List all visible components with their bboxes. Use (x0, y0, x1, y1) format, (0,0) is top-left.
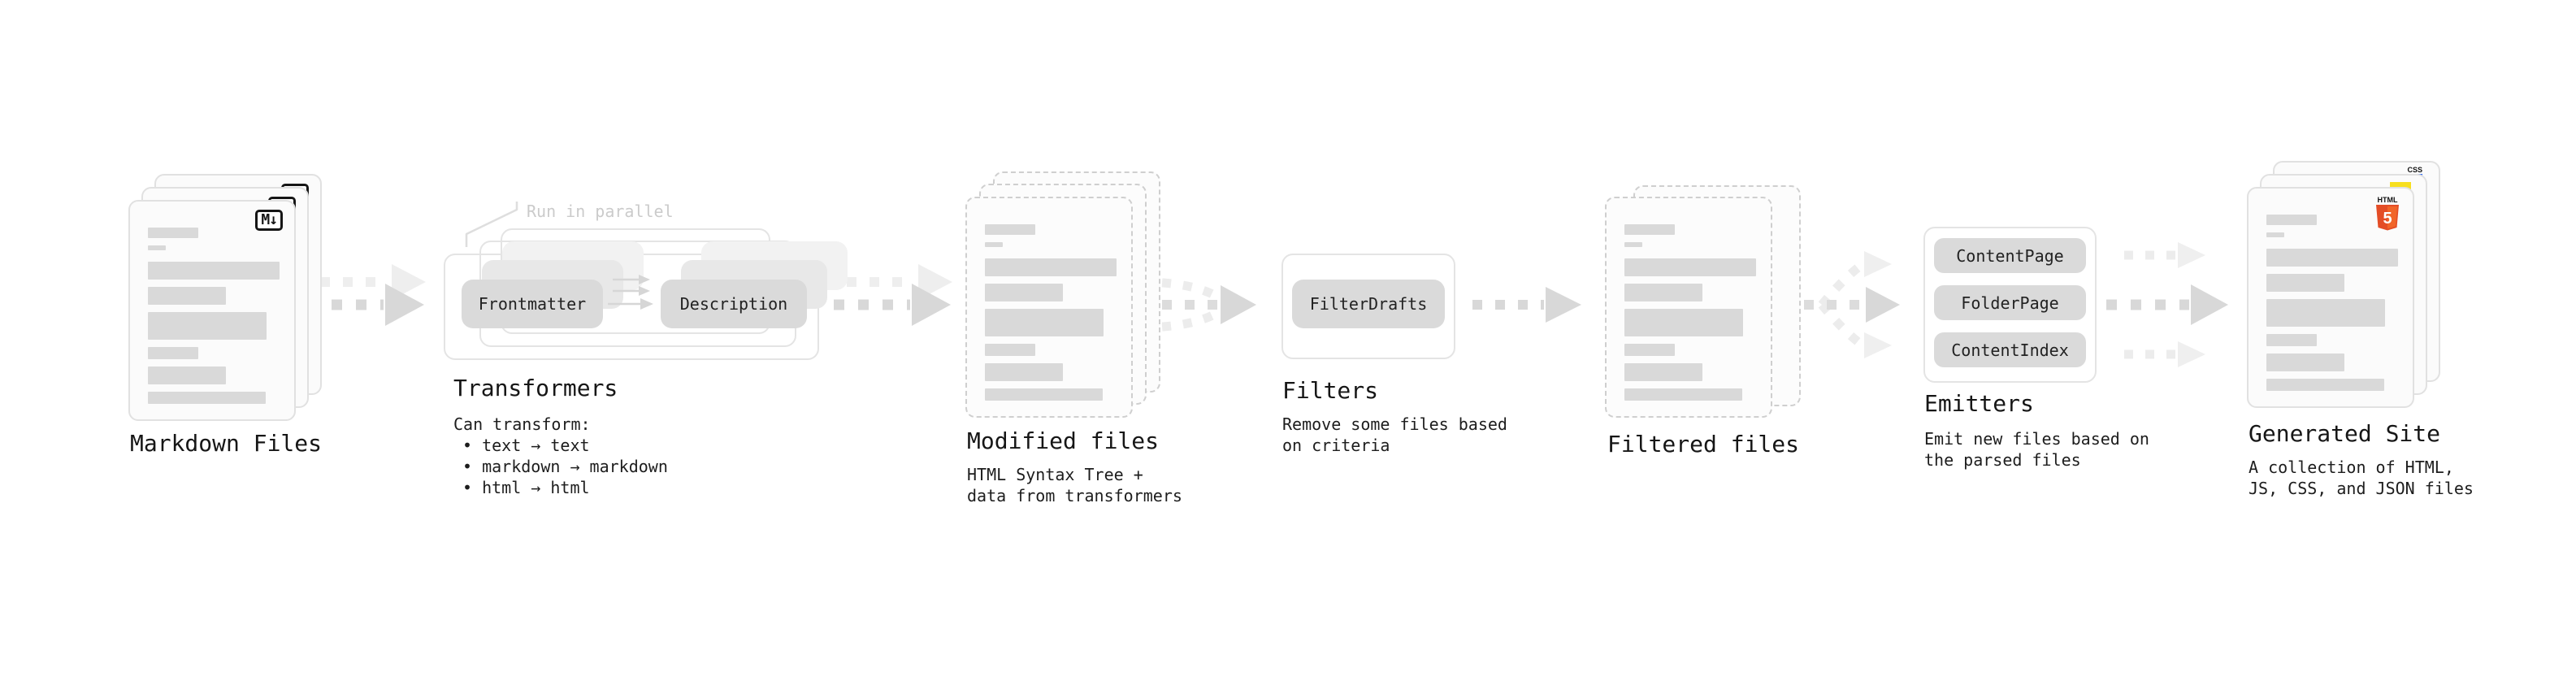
contentindex-pill: ContentIndex (1934, 332, 2086, 367)
stage-desc-line: Emit new files based on (1924, 429, 2149, 449)
stage-desc-line: A collection of HTML, (2249, 458, 2454, 477)
flow-arrow-filtered-to-emitters (1781, 251, 1900, 358)
run-in-parallel-annotation: Run in parallel (527, 202, 674, 221)
doc-content-placeholder (148, 228, 280, 404)
stage-label-markdown-files: Markdown Files (130, 430, 323, 457)
stage-label-emitters: Emitters (1924, 390, 2034, 417)
stage-label-filtered-files: Filtered files (1607, 431, 1800, 458)
flow-arrow-markdown-to-transformers (307, 264, 426, 326)
stage-desc-line: JS, CSS, and JSON files (2249, 479, 2474, 498)
stage-desc-transformers: Can transform: • text → text • markdown … (453, 414, 668, 498)
stage-desc-line: on criteria (1282, 436, 1390, 455)
folderpage-pill: FolderPage (1934, 285, 2086, 320)
doc-content-placeholder (1624, 224, 1756, 401)
stage-desc-generated: A collection of HTML, JS, CSS, and JSON … (2249, 457, 2474, 499)
stage-desc-line: HTML Syntax Tree + (967, 465, 1143, 484)
stage-desc-line: • text → text (462, 436, 590, 455)
flow-arrow-modified-to-filters (1139, 277, 1256, 332)
filterdrafts-pill: FilterDrafts (1292, 280, 1445, 328)
filtered-file-front (1605, 197, 1772, 418)
stage-desc-line: Remove some files based (1282, 414, 1507, 434)
doc-content-placeholder (2266, 215, 2398, 391)
markdown-file-front: M↓ (128, 200, 296, 421)
doc-content-placeholder (985, 224, 1117, 401)
svg-text:5: 5 (2383, 210, 2392, 228)
html5-icon: HTML 5 (2376, 196, 2399, 231)
flow-arrow-filters-to-filtered (1472, 287, 1581, 323)
stage-desc-line: data from transformers (967, 486, 1182, 505)
stage-desc-modified: HTML Syntax Tree + data from transformer… (967, 464, 1182, 506)
svg-text:HTML: HTML (2378, 196, 2398, 204)
frontmatter-pill: Frontmatter (462, 280, 603, 328)
contentpage-pill: ContentPage (1934, 238, 2086, 273)
annotation-callout-line (465, 202, 518, 247)
stage-label-generated-site: Generated Site (2249, 420, 2441, 447)
stage-desc-line: • html → html (462, 478, 590, 497)
stage-label-filters: Filters (1282, 377, 1379, 404)
flow-arrows-emitters-to-generated (2106, 242, 2228, 367)
stage-desc-line: Can transform: (453, 414, 591, 434)
modified-file-front (965, 197, 1133, 418)
stage-desc-filters: Remove some files based on criteria (1282, 414, 1507, 456)
stage-desc-line: • markdown → markdown (462, 457, 668, 476)
stage-desc-emitters: Emit new files based on the parsed files (1924, 428, 2149, 471)
stage-desc-line: the parsed files (1924, 450, 2081, 470)
flow-arrow-transformers-to-modified (834, 264, 952, 326)
stage-label-modified-files: Modified files (967, 427, 1160, 454)
generated-file-html: HTML 5 (2247, 187, 2414, 408)
stage-label-transformers: Transformers (453, 375, 618, 401)
transformer-inner-arrows (608, 275, 653, 310)
description-pill: Description (661, 280, 807, 328)
markdown-icon: M↓ (255, 210, 283, 231)
